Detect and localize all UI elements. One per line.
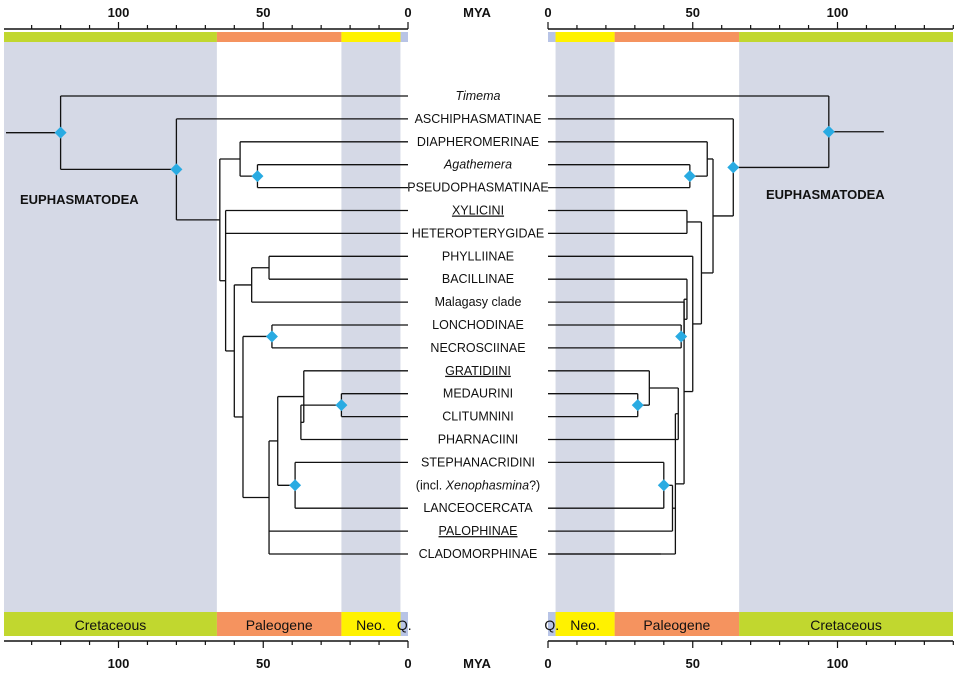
calibration-marker [631, 399, 644, 412]
taxon-label: CLADOMORPHINAE [419, 547, 538, 561]
taxon-label: Malagasy clade [435, 295, 522, 309]
period-shading [4, 42, 953, 612]
bar-top-left-quaternary [400, 32, 408, 42]
taxon-label: MEDAURINI [443, 387, 513, 401]
tick-label-top-left-50: 50 [256, 5, 270, 20]
calibration-marker [289, 479, 302, 492]
taxon-label: Agathemera [443, 158, 512, 172]
tick-label-top-right-50: 50 [686, 5, 700, 20]
taxon-label: XYLICINI [452, 204, 504, 218]
axis-unit-top: MYA [463, 5, 491, 20]
taxon-label: LANCEOCERCATA [423, 501, 533, 515]
bar-top-right-quaternary [548, 32, 556, 42]
tick-label-bottom-right-50: 50 [686, 656, 700, 671]
bar-top-right-cretaceous [739, 32, 953, 42]
calibration-marker [675, 330, 688, 343]
taxon-label: BACILLINAE [442, 272, 514, 286]
calibration-marker [170, 163, 183, 176]
tick-label-bottom-left-100: 100 [108, 656, 130, 671]
tick-label-top-left-0: 0 [404, 5, 411, 20]
calibration-marker [727, 161, 740, 174]
clade-label-left: EUPHASMATODEA [20, 192, 139, 207]
tick-label-bottom-right-100: 100 [827, 656, 849, 671]
tick-label-bottom-left-50: 50 [256, 656, 270, 671]
period-label-left-paleogene: Paleogene [246, 617, 313, 633]
tick-label-bottom-right-0: 0 [544, 656, 551, 671]
period-bars: Cretaceous Cretaceous Paleogene Paleogene Ne… [4, 32, 953, 636]
bar-bottom-right-paleogene [614, 612, 740, 636]
bar-top-right-neogene [555, 32, 615, 42]
calibration-marker [54, 126, 67, 139]
taxon-label: PSEUDOPHASMATINAE [407, 181, 548, 195]
bar-bottom-left-neogene [341, 612, 401, 636]
calibration-marker [251, 170, 264, 183]
period-label-right-paleogene: Paleogene [643, 617, 710, 633]
bar-bottom-right-neogene [555, 612, 615, 636]
shade-right-cretaceous [739, 42, 953, 612]
shade-left-neogene [341, 42, 401, 612]
tick-label-bottom-left-0: 0 [404, 656, 411, 671]
time-axis: 100 100 50 50 0 0 0 0 50 50 100 100 [4, 5, 954, 671]
calibration-marker [683, 170, 696, 183]
tick-label-top-right-100: 100 [827, 5, 849, 20]
period-label-right-neogene: Neo. [570, 617, 600, 633]
right-tree [548, 95, 884, 555]
bar-top-left-cretaceous [4, 32, 217, 42]
shade-right-neogene [555, 42, 615, 612]
taxon-label: Timema [455, 89, 500, 103]
taxon-label: PHARNACIINI [438, 433, 519, 447]
bar-top-left-paleogene [216, 32, 342, 42]
period-label-left-cretaceous: Cretaceous [75, 617, 147, 633]
bar-top-right-paleogene [614, 32, 740, 42]
taxon-label: (incl. Xenophasmina?) [416, 478, 540, 492]
taxon-label: LONCHODINAE [432, 318, 524, 332]
period-label-right-quaternary: Q. [544, 617, 559, 633]
taxon-label: PHYLLIINAE [442, 249, 514, 263]
bar-bottom-left-cretaceous [4, 612, 217, 636]
bar-top-left-neogene [341, 32, 401, 42]
taxon-label: CLITUMNINI [442, 410, 514, 424]
shade-right-paleogene [614, 42, 740, 612]
taxon-label: DIAPHEROMERINAE [417, 135, 539, 149]
taxon-label: HETEROPTERYGIDAE [412, 226, 544, 240]
taxon-label: STEPHANACRIDINI [421, 455, 535, 469]
taxon-label: PALOPHINAE [439, 524, 518, 538]
period-label-right-cretaceous: Cretaceous [810, 617, 882, 633]
bar-bottom-right-quaternary [548, 612, 556, 636]
taxon-label: GRATIDIINI [445, 364, 511, 378]
shade-left-paleogene [216, 42, 342, 612]
shade-right-quaternary [548, 42, 556, 612]
tick-label-top-left-100: 100 [108, 5, 130, 20]
clade-label-right: EUPHASMATODEA [766, 187, 885, 202]
shade-left-quaternary [400, 42, 408, 612]
period-label-left-quaternary: Q. [397, 617, 412, 633]
calibration-marker [335, 399, 348, 412]
shade-left-cretaceous [4, 42, 217, 612]
calibration-markers [54, 125, 835, 492]
tick-label-top-right-0: 0 [544, 5, 551, 20]
calibration-marker [657, 479, 670, 492]
bar-bottom-left-quaternary [400, 612, 408, 636]
axis-unit-bottom: MYA [463, 656, 491, 671]
taxon-label: ASCHIPHASMATINAE [415, 112, 542, 126]
calibration-marker [265, 330, 278, 343]
period-label-left-neogene: Neo. [356, 617, 386, 633]
bar-bottom-right-cretaceous [739, 612, 953, 636]
taxon-label: NECROSCIINAE [430, 341, 525, 355]
bar-bottom-left-paleogene [216, 612, 342, 636]
calibration-marker [822, 125, 835, 138]
